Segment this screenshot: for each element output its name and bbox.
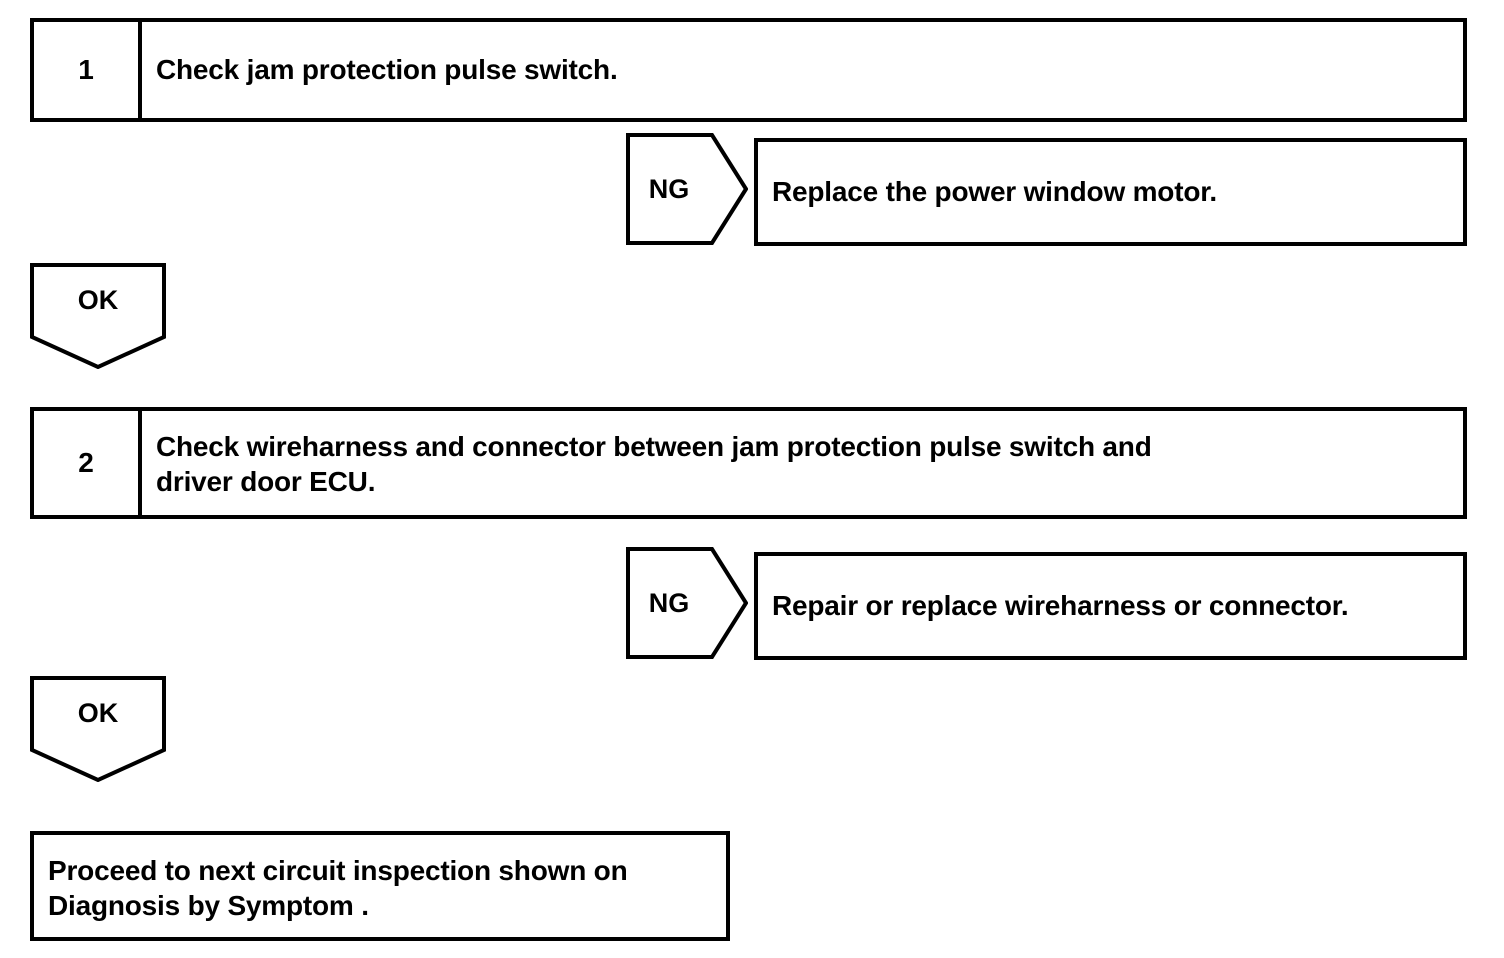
ng-tag-2: NG [626, 547, 748, 659]
step-text-2-line-2: driver door ECU. [156, 466, 376, 498]
ng-tag-label-2: NG [648, 587, 690, 618]
ng-tag-label-1: NG [648, 173, 690, 204]
step-text-2: Check wireharness and connector between … [142, 411, 1463, 515]
step-box-1: 1 Check jam protection pulse switch. [30, 18, 1467, 122]
ok-tag-label-2: OK [77, 697, 119, 728]
final-instruction-box: Proceed to next circuit inspection shown… [30, 831, 730, 941]
ok-tag-2: OK [30, 676, 166, 782]
step-text-2-line-1: Check wireharness and connector between … [156, 431, 1152, 462]
final-instruction-line-1: Proceed to next circuit inspection shown… [48, 855, 628, 886]
result-box-2: Repair or replace wireharness or connect… [754, 552, 1467, 660]
ok-tag-label-1: OK [77, 284, 119, 315]
result-box-1: Replace the power window motor. [754, 138, 1467, 246]
ng-pentagon-right-icon [626, 133, 748, 245]
ok-pentagon-down-icon [30, 676, 166, 782]
step-number-1: 1 [34, 22, 142, 118]
final-instruction-line-2: Diagnosis by Symptom . [48, 890, 369, 922]
ng-tag-1: NG [626, 133, 748, 245]
step-number-2: 2 [34, 411, 142, 515]
step-text-1: Check jam protection pulse switch. [156, 54, 618, 86]
ok-tag-1: OK [30, 263, 166, 369]
ng-pentagon-right-icon [626, 547, 748, 659]
step-box-2: 2 Check wireharness and connector betwee… [30, 407, 1467, 519]
ok-pentagon-down-icon [30, 263, 166, 369]
